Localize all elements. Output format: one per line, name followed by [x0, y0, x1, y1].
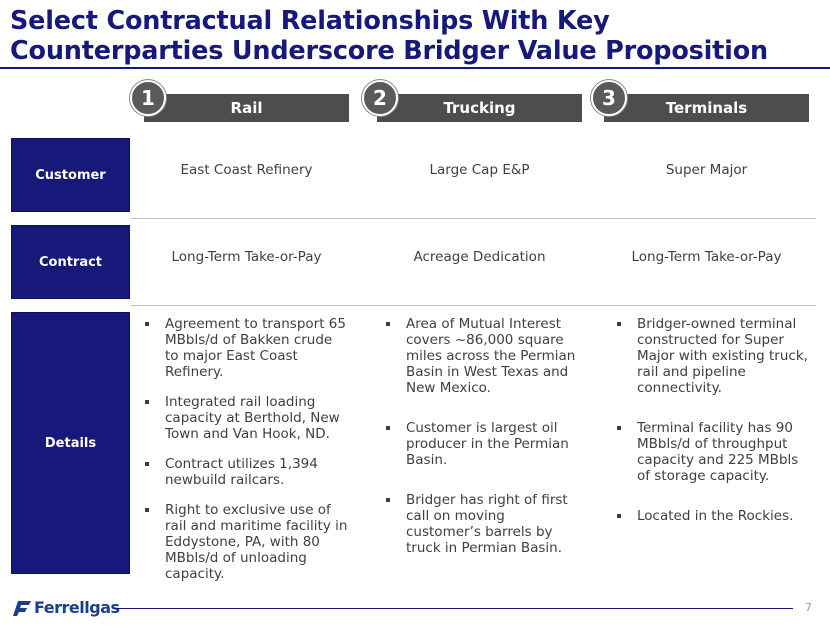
detail-bullet: Located in the Rockies. — [615, 508, 813, 524]
column-label: Rail — [230, 99, 263, 117]
customer-terminals: Super Major — [665, 162, 748, 178]
number-badge: 3 — [591, 80, 627, 116]
row-label-contract: Contract — [11, 225, 130, 299]
row-label-details: Details — [11, 312, 130, 574]
details-terminals: Bridger-owned terminal constructed for S… — [615, 316, 813, 524]
row-separator — [131, 218, 816, 219]
logo-text: Ferrellgas — [34, 598, 120, 617]
column-header-rail: Rail — [144, 94, 349, 122]
column-header-terminals: Terminals — [604, 94, 809, 122]
number-badge: 2 — [362, 80, 398, 116]
page-number: 7 — [805, 601, 812, 614]
footer-rule — [113, 608, 793, 609]
contract-trucking: Acreage Dedication — [413, 249, 546, 265]
detail-bullet: Area of Mutual Interest covers ~86,000 s… — [384, 316, 580, 396]
column-header-trucking: Trucking — [377, 94, 582, 122]
detail-bullet: Terminal facility has 90 MBbls/d of thro… — [615, 420, 813, 484]
customer-trucking: Large Cap E&P — [429, 162, 530, 178]
detail-bullet: Right to exclusive use of rail and marit… — [143, 502, 348, 582]
details-rail: Agreement to transport 65 MBbls/d of Bak… — [143, 316, 348, 582]
contract-terminals: Long-Term Take-or-Pay — [631, 249, 782, 265]
details-trucking: Area of Mutual Interest covers ~86,000 s… — [384, 316, 580, 556]
detail-bullet: Bridger has right of first call on movin… — [384, 492, 580, 556]
detail-bullet: Customer is largest oil producer in the … — [384, 420, 580, 468]
detail-bullet: Integrated rail loading capacity at Bert… — [143, 394, 348, 442]
column-label: Terminals — [665, 99, 748, 117]
title-rule — [0, 67, 830, 69]
ferrellgas-logo: Ferrellgas — [12, 598, 120, 617]
row-label-customer: Customer — [11, 138, 130, 212]
detail-bullet: Agreement to transport 65 MBbls/d of Bak… — [143, 316, 348, 380]
column-label: Trucking — [443, 99, 516, 117]
contract-rail: Long-Term Take-or-Pay — [171, 249, 322, 265]
row-separator — [131, 305, 816, 306]
detail-bullet: Contract utilizes 1,394 newbuild railcar… — [143, 456, 348, 488]
detail-bullet: Bridger-owned terminal constructed for S… — [615, 316, 813, 396]
number-badge: 1 — [130, 80, 166, 116]
flame-icon — [13, 600, 31, 616]
page-title: Select Contractual Relationships With Ke… — [10, 6, 768, 66]
customer-rail: East Coast Refinery — [180, 162, 313, 178]
